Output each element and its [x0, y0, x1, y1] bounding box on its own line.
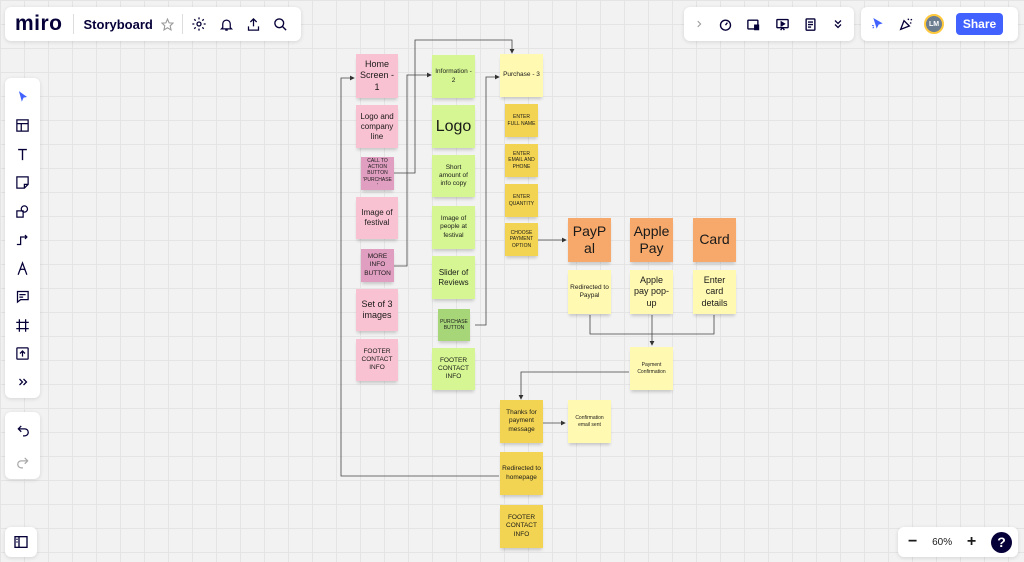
- miro-logo[interactable]: miro: [15, 12, 63, 35]
- sticky-note[interactable]: Image of festival: [356, 197, 398, 239]
- sticky-note[interactable]: ENTER FULL NAME: [505, 104, 538, 137]
- sticky-note[interactable]: Payment Confirmation: [630, 347, 673, 390]
- undo-icon[interactable]: [3, 414, 43, 446]
- sticky-note[interactable]: FOOTER CONTACT INFO: [432, 348, 475, 390]
- sticky-note[interactable]: Set of 3 images: [356, 289, 398, 331]
- sticky-note[interactable]: ENTER EMAIL AND PHONE: [505, 144, 538, 177]
- sticky-note[interactable]: CALL TO ACTION BUTTON 'PURCHASE': [361, 157, 394, 190]
- video-icon[interactable]: [746, 17, 761, 32]
- sticky-note[interactable]: Thanks for payment message: [500, 400, 543, 443]
- reactions-icon[interactable]: [898, 16, 914, 32]
- more-icon[interactable]: [3, 368, 43, 397]
- sticky-note[interactable]: FOOTER CONTACT INFO: [356, 339, 398, 381]
- star-icon[interactable]: [160, 17, 174, 31]
- top-left-toolbar: miro Storyboard: [5, 7, 301, 41]
- sticky-note[interactable]: Slider of Reviews: [432, 256, 475, 299]
- templates-icon[interactable]: [3, 112, 43, 141]
- notes-icon[interactable]: [803, 17, 818, 32]
- board-panel-icon[interactable]: [13, 534, 29, 550]
- text-icon[interactable]: [3, 140, 43, 169]
- pen-icon[interactable]: [3, 254, 43, 283]
- connector-icon[interactable]: [3, 226, 43, 255]
- sticky-note[interactable]: Confirmation email sent: [568, 400, 611, 443]
- sticky-note[interactable]: Purchase - 3: [500, 54, 543, 97]
- select-icon[interactable]: [3, 83, 43, 112]
- sticky-note[interactable]: Enter card details: [693, 270, 736, 314]
- help-button[interactable]: ?: [991, 531, 1012, 553]
- shapes-icon[interactable]: [3, 197, 43, 226]
- sticky-note[interactable]: Home Screen - 1: [356, 54, 398, 98]
- left-toolbar: [5, 78, 40, 398]
- top-right-toolbar: LM Share: [861, 7, 1018, 41]
- zoom-level[interactable]: 60%: [932, 536, 953, 548]
- comment-icon[interactable]: [3, 283, 43, 312]
- history-toolbar: [5, 412, 40, 479]
- upload-icon[interactable]: [246, 17, 261, 32]
- sticky-note[interactable]: Card: [693, 218, 736, 262]
- zoom-toolbar: − 60% + ?: [898, 527, 1018, 557]
- chevron-right-icon[interactable]: [694, 19, 704, 29]
- sticky-note[interactable]: Apple pay pop-up: [630, 270, 673, 314]
- sticky-note[interactable]: Redirected to homepage: [500, 452, 543, 495]
- sticky-note[interactable]: PURCHASE BUTTON: [438, 309, 470, 341]
- connector: [518, 371, 629, 400]
- share-button[interactable]: Share: [956, 13, 1003, 35]
- chevron-double-down-icon[interactable]: [832, 18, 844, 30]
- connector: [394, 72, 432, 267]
- upload-icon[interactable]: [3, 340, 43, 369]
- sticky-note[interactable]: MORE INFO BUTTON: [361, 249, 394, 282]
- sticky-note-icon[interactable]: [3, 169, 43, 198]
- sticky-note[interactable]: FOOTER CONTACT INFO: [500, 505, 543, 548]
- sticky-note[interactable]: Short amount of info copy: [432, 155, 475, 197]
- zoom-out-button[interactable]: −: [908, 533, 918, 550]
- sticky-note[interactable]: CHOOSE PAYMENT OPTION: [505, 223, 538, 256]
- sticky-note[interactable]: Logo and company line: [356, 105, 398, 148]
- connector: [475, 74, 500, 326]
- settings-icon[interactable]: [191, 16, 207, 32]
- sticky-note[interactable]: Logo: [432, 105, 475, 148]
- present-icon[interactable]: [775, 17, 790, 32]
- user-avatar[interactable]: LM: [924, 14, 944, 34]
- timer-icon[interactable]: [718, 17, 733, 32]
- bell-icon[interactable]: [219, 17, 234, 32]
- sticky-note[interactable]: ENTER QUANTITY: [505, 184, 538, 217]
- cursor-icon[interactable]: [870, 16, 886, 32]
- redo-icon[interactable]: [3, 446, 43, 478]
- search-icon[interactable]: [273, 17, 288, 32]
- sticky-note[interactable]: Image of people at festival: [432, 206, 475, 249]
- frame-icon[interactable]: [3, 311, 43, 340]
- divider: [72, 14, 74, 34]
- connector: [589, 315, 715, 335]
- bottom-left-toolbar: [5, 527, 37, 557]
- sticky-note[interactable]: Information - 2: [432, 55, 475, 98]
- board-name[interactable]: Storyboard: [83, 16, 153, 32]
- zoom-in-button[interactable]: +: [966, 533, 977, 550]
- sticky-note[interactable]: Redirected to Paypal: [568, 270, 611, 314]
- sticky-note[interactable]: PayPal: [568, 218, 611, 262]
- divider: [181, 14, 183, 34]
- top-center-toolbar: [684, 7, 854, 41]
- sticky-note[interactable]: Apple Pay: [630, 218, 673, 262]
